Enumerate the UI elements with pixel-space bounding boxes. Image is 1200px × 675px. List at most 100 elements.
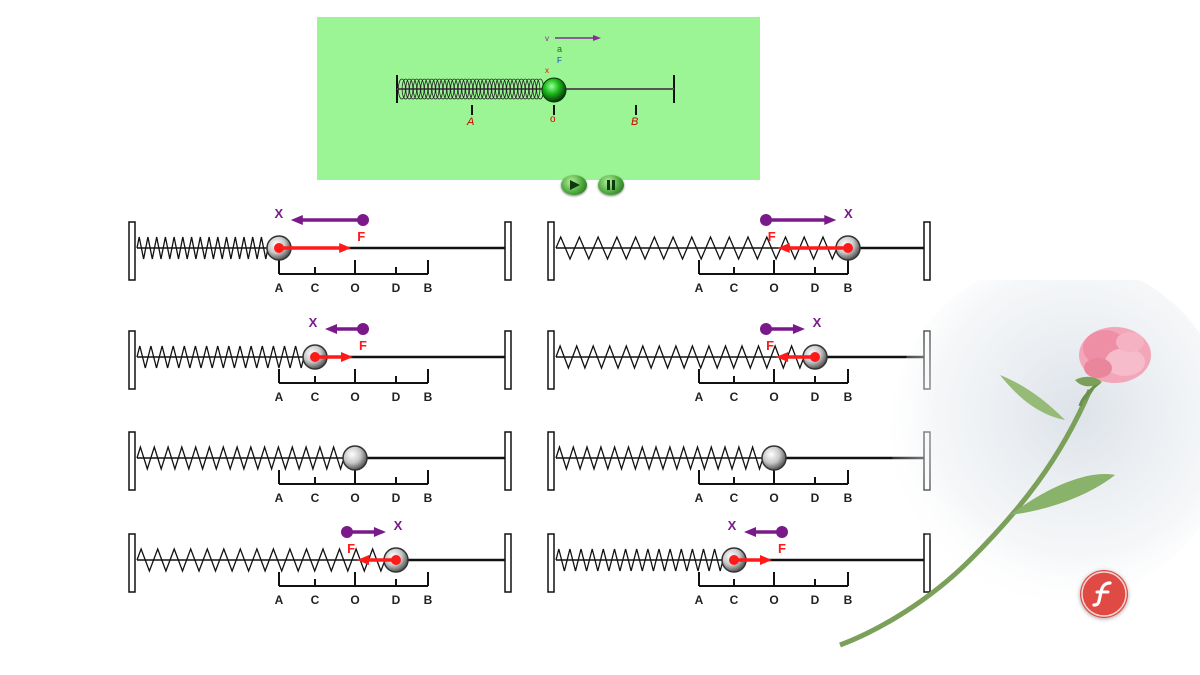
tick-label-D: D [811,281,820,295]
anim-spring-coil [532,78,541,100]
left-wall [128,533,136,593]
velocity-arrow-head [593,35,601,41]
pause-button[interactable] [598,175,624,195]
flash-player-badge[interactable] [1080,570,1128,618]
tick-label-D: D [392,281,401,295]
x-label: X [394,518,403,533]
tick-label-C: C [311,491,320,505]
left-wall [128,431,136,491]
f-arrow-head [776,352,789,362]
left-wall [547,330,555,390]
f-arrow-origin [274,243,284,253]
anim-label-o: o [550,114,556,125]
anim-ball [541,77,567,103]
x-label: X [309,315,318,330]
acceleration-label: a [557,44,562,54]
play-icon [570,180,580,190]
left-wall [547,533,555,593]
f-label: F [357,229,365,244]
tick-label-C: C [730,593,739,607]
velocity-label: v [545,34,549,43]
x-arrow-head [373,527,386,537]
tick-label-C: C [730,281,739,295]
rose-bloom [1079,327,1151,383]
spring [136,236,269,260]
right-wall [504,431,512,491]
tick-label-O: O [769,593,778,607]
tick-label-D: D [392,491,401,505]
tick-label-C: C [730,491,739,505]
tick-label-A: A [695,390,704,404]
anim-label-a: A [466,116,474,128]
tick-label-O: O [350,491,359,505]
spring [555,548,724,572]
f-label: F [359,338,367,353]
right-wall [504,221,512,281]
tick-label-D: D [811,593,820,607]
tick-label-A: A [695,593,704,607]
tick-label-D: D [392,593,401,607]
ball [342,445,368,471]
tick-label-B: B [424,390,433,404]
tick-label-B: B [424,491,433,505]
rose-illustration [839,280,1200,648]
animation-panel: A o B v a F x [317,17,760,195]
f-arrow-head [777,243,790,253]
tick-label-O: O [350,390,359,404]
pause-icon [607,180,615,190]
spring-diagram-left-1: A C O D B X F [128,206,512,295]
f-arrow-head [339,243,352,253]
ball [761,445,787,471]
tick-label-O: O [769,281,778,295]
tick-label-B: B [424,281,433,295]
tick-label-A: A [275,390,284,404]
play-button[interactable] [561,175,587,195]
tick-label-D: D [392,390,401,404]
f-label: F [778,541,786,556]
f-arrow-origin [810,352,820,362]
tick-label-C: C [311,281,320,295]
x-arrow-head [744,527,756,537]
tick-label-O: O [350,281,359,295]
f-arrow-origin [843,243,853,253]
x-label: X [844,206,853,221]
spring [136,547,386,573]
tick-label-A: A [275,281,284,295]
tick-label-C: C [311,593,320,607]
tick-label-A: A [695,281,704,295]
left-wall [128,330,136,390]
f-arrow-head [760,555,772,565]
tick-label-A: A [275,593,284,607]
tick-label-D: D [811,390,820,404]
tick-label-C: C [730,390,739,404]
x-label: X [728,518,737,533]
tick-label-C: C [311,390,320,404]
force-label: F [557,56,562,65]
x-label: X [813,315,822,330]
spring [555,444,764,472]
flash-player-icon [1081,571,1127,617]
f-arrow-origin [729,555,739,565]
anim-spring [397,78,545,100]
spring [555,235,838,261]
tick-label-B: B [844,593,853,607]
x-arrow-head [325,324,337,334]
tick-label-D: D [811,491,820,505]
tick-label-O: O [769,390,778,404]
x-arrow-head [824,215,837,225]
tick-label-B: B [844,281,853,295]
f-arrow-origin [310,352,320,362]
right-wall [923,221,931,281]
anim-label-b: B [631,116,638,128]
f-arrow-head [341,352,353,362]
x-label: X [274,206,283,221]
tick-label-B: B [424,593,433,607]
left-wall [547,431,555,491]
spring-diagram-right-4: A C O D B X F [547,518,931,607]
f-arrow-head [357,555,370,565]
spring [136,444,345,472]
f-label: F [347,541,355,556]
